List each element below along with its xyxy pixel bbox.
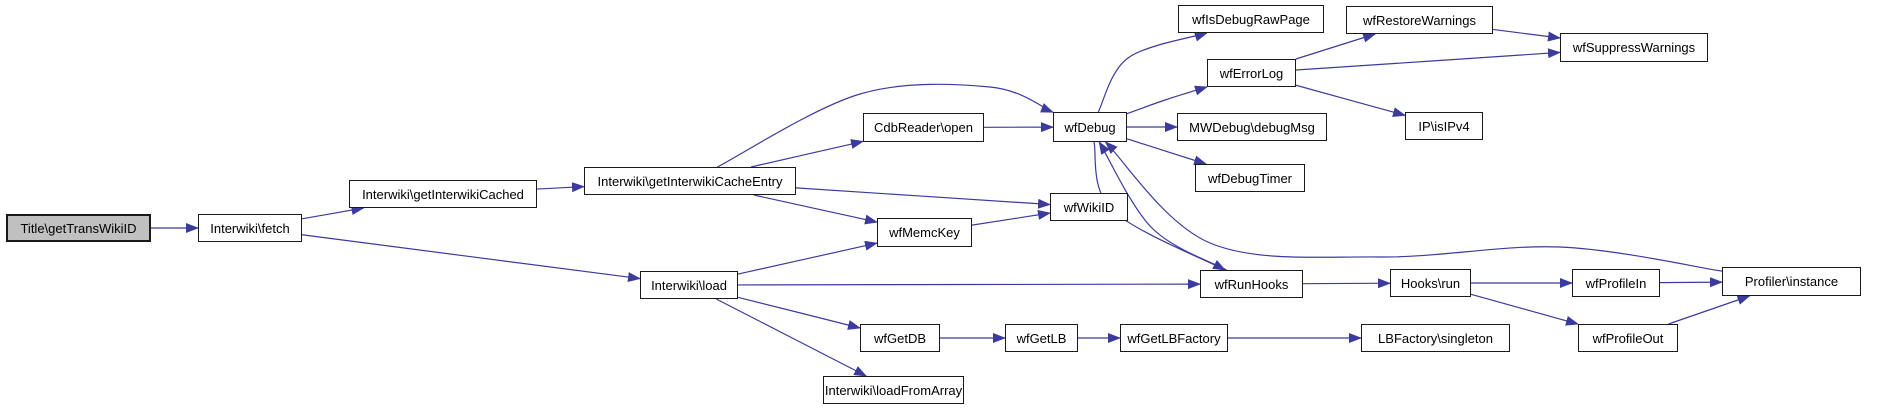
edge-wfRunHooks--Hooks-run <box>1302 278 1391 289</box>
node-wfDebug[interactable]: wfDebug <box>1053 112 1127 142</box>
node-interwiki-getInterwikiCached[interactable]: Interwiki\getInterwikiCached <box>349 180 537 208</box>
node-label: CdbReader\open <box>873 120 974 135</box>
node-label: wfSuppressWarnings <box>1572 40 1696 55</box>
node-wfDebugTimer[interactable]: wfDebugTimer <box>1195 164 1305 192</box>
node-wfWikiID[interactable]: wfWikiID <box>1050 193 1128 221</box>
node-label: wfGetDB <box>873 330 926 346</box>
node-label: MWDebug\debugMsg <box>1189 119 1315 135</box>
node-label: wfRunHooks <box>1214 276 1289 292</box>
edge-wfErrorLog--wfRestoreWarnings <box>1295 32 1377 60</box>
node-wfGetDB[interactable]: wfGetDB <box>860 324 940 352</box>
node-label: wfMemcKey <box>889 225 960 240</box>
edge-wfMemcKey--wfWikiID <box>971 209 1051 226</box>
node-label: wfWikiID <box>1063 199 1115 215</box>
node-interwiki-fetch[interactable]: Interwiki\fetch <box>198 214 302 242</box>
node-label: wfDebugTimer <box>1207 170 1293 186</box>
node-label: wfIsDebugRawPage <box>1192 11 1310 27</box>
edge-interwiki-getInterwikiCacheEntry--wfDebug <box>717 83 1054 168</box>
node-label: wfRestoreWarnings <box>1363 12 1476 28</box>
node-wfErrorLog[interactable]: wfErrorLog <box>1207 59 1296 87</box>
edge-wfDebug--wfIsDebugRawPage <box>1097 31 1208 113</box>
node-wfMemcKey[interactable]: wfMemcKey <box>877 218 972 247</box>
node-Profiler-instance[interactable]: Profiler\instance <box>1722 267 1861 296</box>
node-wfProfileOut[interactable]: wfProfileOut <box>1578 324 1678 352</box>
edge-interwiki-fetch--interwiki-getInterwikiCached <box>301 205 365 220</box>
node-label: Profiler\instance <box>1744 274 1839 289</box>
edge-wfDebug--wfErrorLog <box>1126 85 1208 115</box>
node-label: wfDebug <box>1064 119 1116 135</box>
node-label: Interwiki\load <box>651 277 727 293</box>
edge-interwiki-getInterwikiCacheEntry--wfWikiID <box>795 187 1051 209</box>
edge-wfErrorLog--IP-isIPv4 <box>1295 84 1406 117</box>
edge-Profiler-instance--wfDebug <box>1104 141 1723 272</box>
node-label: wfProfileOut <box>1592 330 1664 346</box>
node-Hooks-run[interactable]: Hooks\run <box>1390 269 1471 297</box>
node-wfProfileIn[interactable]: wfProfileIn <box>1572 269 1660 297</box>
node-label: wfErrorLog <box>1219 65 1284 81</box>
edge-wfRunHooks--wfDebug <box>1098 141 1227 271</box>
node-wfRunHooks[interactable]: wfRunHooks <box>1200 270 1303 298</box>
node-title-getTransWikiID[interactable]: Title\getTransWikiID <box>6 214 151 242</box>
edge-Hooks-run--wfProfileOut <box>1470 293 1579 326</box>
edge-interwiki-load--interwiki-loadFromArray <box>715 298 868 377</box>
node-label: IP\isIPv4 <box>1418 118 1470 134</box>
node-label: Interwiki\getInterwikiCached <box>362 186 524 202</box>
node-wfSuppressWarnings[interactable]: wfSuppressWarnings <box>1560 33 1708 62</box>
edge-interwiki-load--wfRunHooks <box>737 279 1201 290</box>
node-label: wfProfileIn <box>1585 275 1647 291</box>
node-label: wfGetLBFactory <box>1127 330 1221 346</box>
node-label: Title\getTransWikiID <box>20 220 137 236</box>
edge-wfProfileIn--Profiler-instance <box>1659 277 1723 288</box>
node-wfRestoreWarnings[interactable]: wfRestoreWarnings <box>1346 6 1493 34</box>
edge-interwiki-getInterwikiCached--interwiki-getInterwikiCacheEntry <box>536 182 585 193</box>
node-label: wfGetLB <box>1016 330 1067 346</box>
node-MWDebug-debugMsg[interactable]: MWDebug\debugMsg <box>1177 113 1327 141</box>
edge-wfDebug--wfDebugTimer <box>1126 138 1208 166</box>
node-IP-isIPv4[interactable]: IP\isIPv4 <box>1405 112 1483 140</box>
node-label: Hooks\run <box>1400 275 1461 291</box>
edge-interwiki-getInterwikiCacheEntry--wfMemcKey <box>753 194 878 225</box>
edge-interwiki-fetch--interwiki-load <box>301 234 641 283</box>
node-wfGetLBFactory[interactable]: wfGetLBFactory <box>1120 324 1228 352</box>
node-label: Interwiki\fetch <box>210 220 290 236</box>
node-interwiki-getInterwikiCacheEntry[interactable]: Interwiki\getInterwikiCacheEntry <box>584 167 796 195</box>
node-label: Interwiki\loadFromArray <box>824 382 963 398</box>
node-interwiki-loadFromArray[interactable]: Interwiki\loadFromArray <box>823 376 964 404</box>
node-interwiki-load[interactable]: Interwiki\load <box>640 271 738 299</box>
edge-wfProfileOut--Profiler-instance <box>1668 295 1751 325</box>
edge-wfErrorLog--wfSuppressWarnings <box>1295 48 1561 71</box>
node-label: Interwiki\getInterwikiCacheEntry <box>597 173 783 189</box>
node-LBFactory-singleton[interactable]: LBFactory\singleton <box>1361 324 1510 352</box>
node-cdbreader-open[interactable]: CdbReader\open <box>863 113 984 142</box>
node-wfGetLB[interactable]: wfGetLB <box>1005 324 1078 352</box>
edge-interwiki-load--wfMemcKey <box>737 240 878 275</box>
edge-interwiki-load--wfGetDB <box>737 296 861 330</box>
edge-interwiki-getInterwikiCacheEntry--cdbreader-open <box>750 139 864 168</box>
edge-wfRestoreWarnings--wfSuppressWarnings <box>1492 28 1561 42</box>
node-label: LBFactory\singleton <box>1378 330 1493 346</box>
node-wfIsDebugRawPage[interactable]: wfIsDebugRawPage <box>1178 5 1324 33</box>
